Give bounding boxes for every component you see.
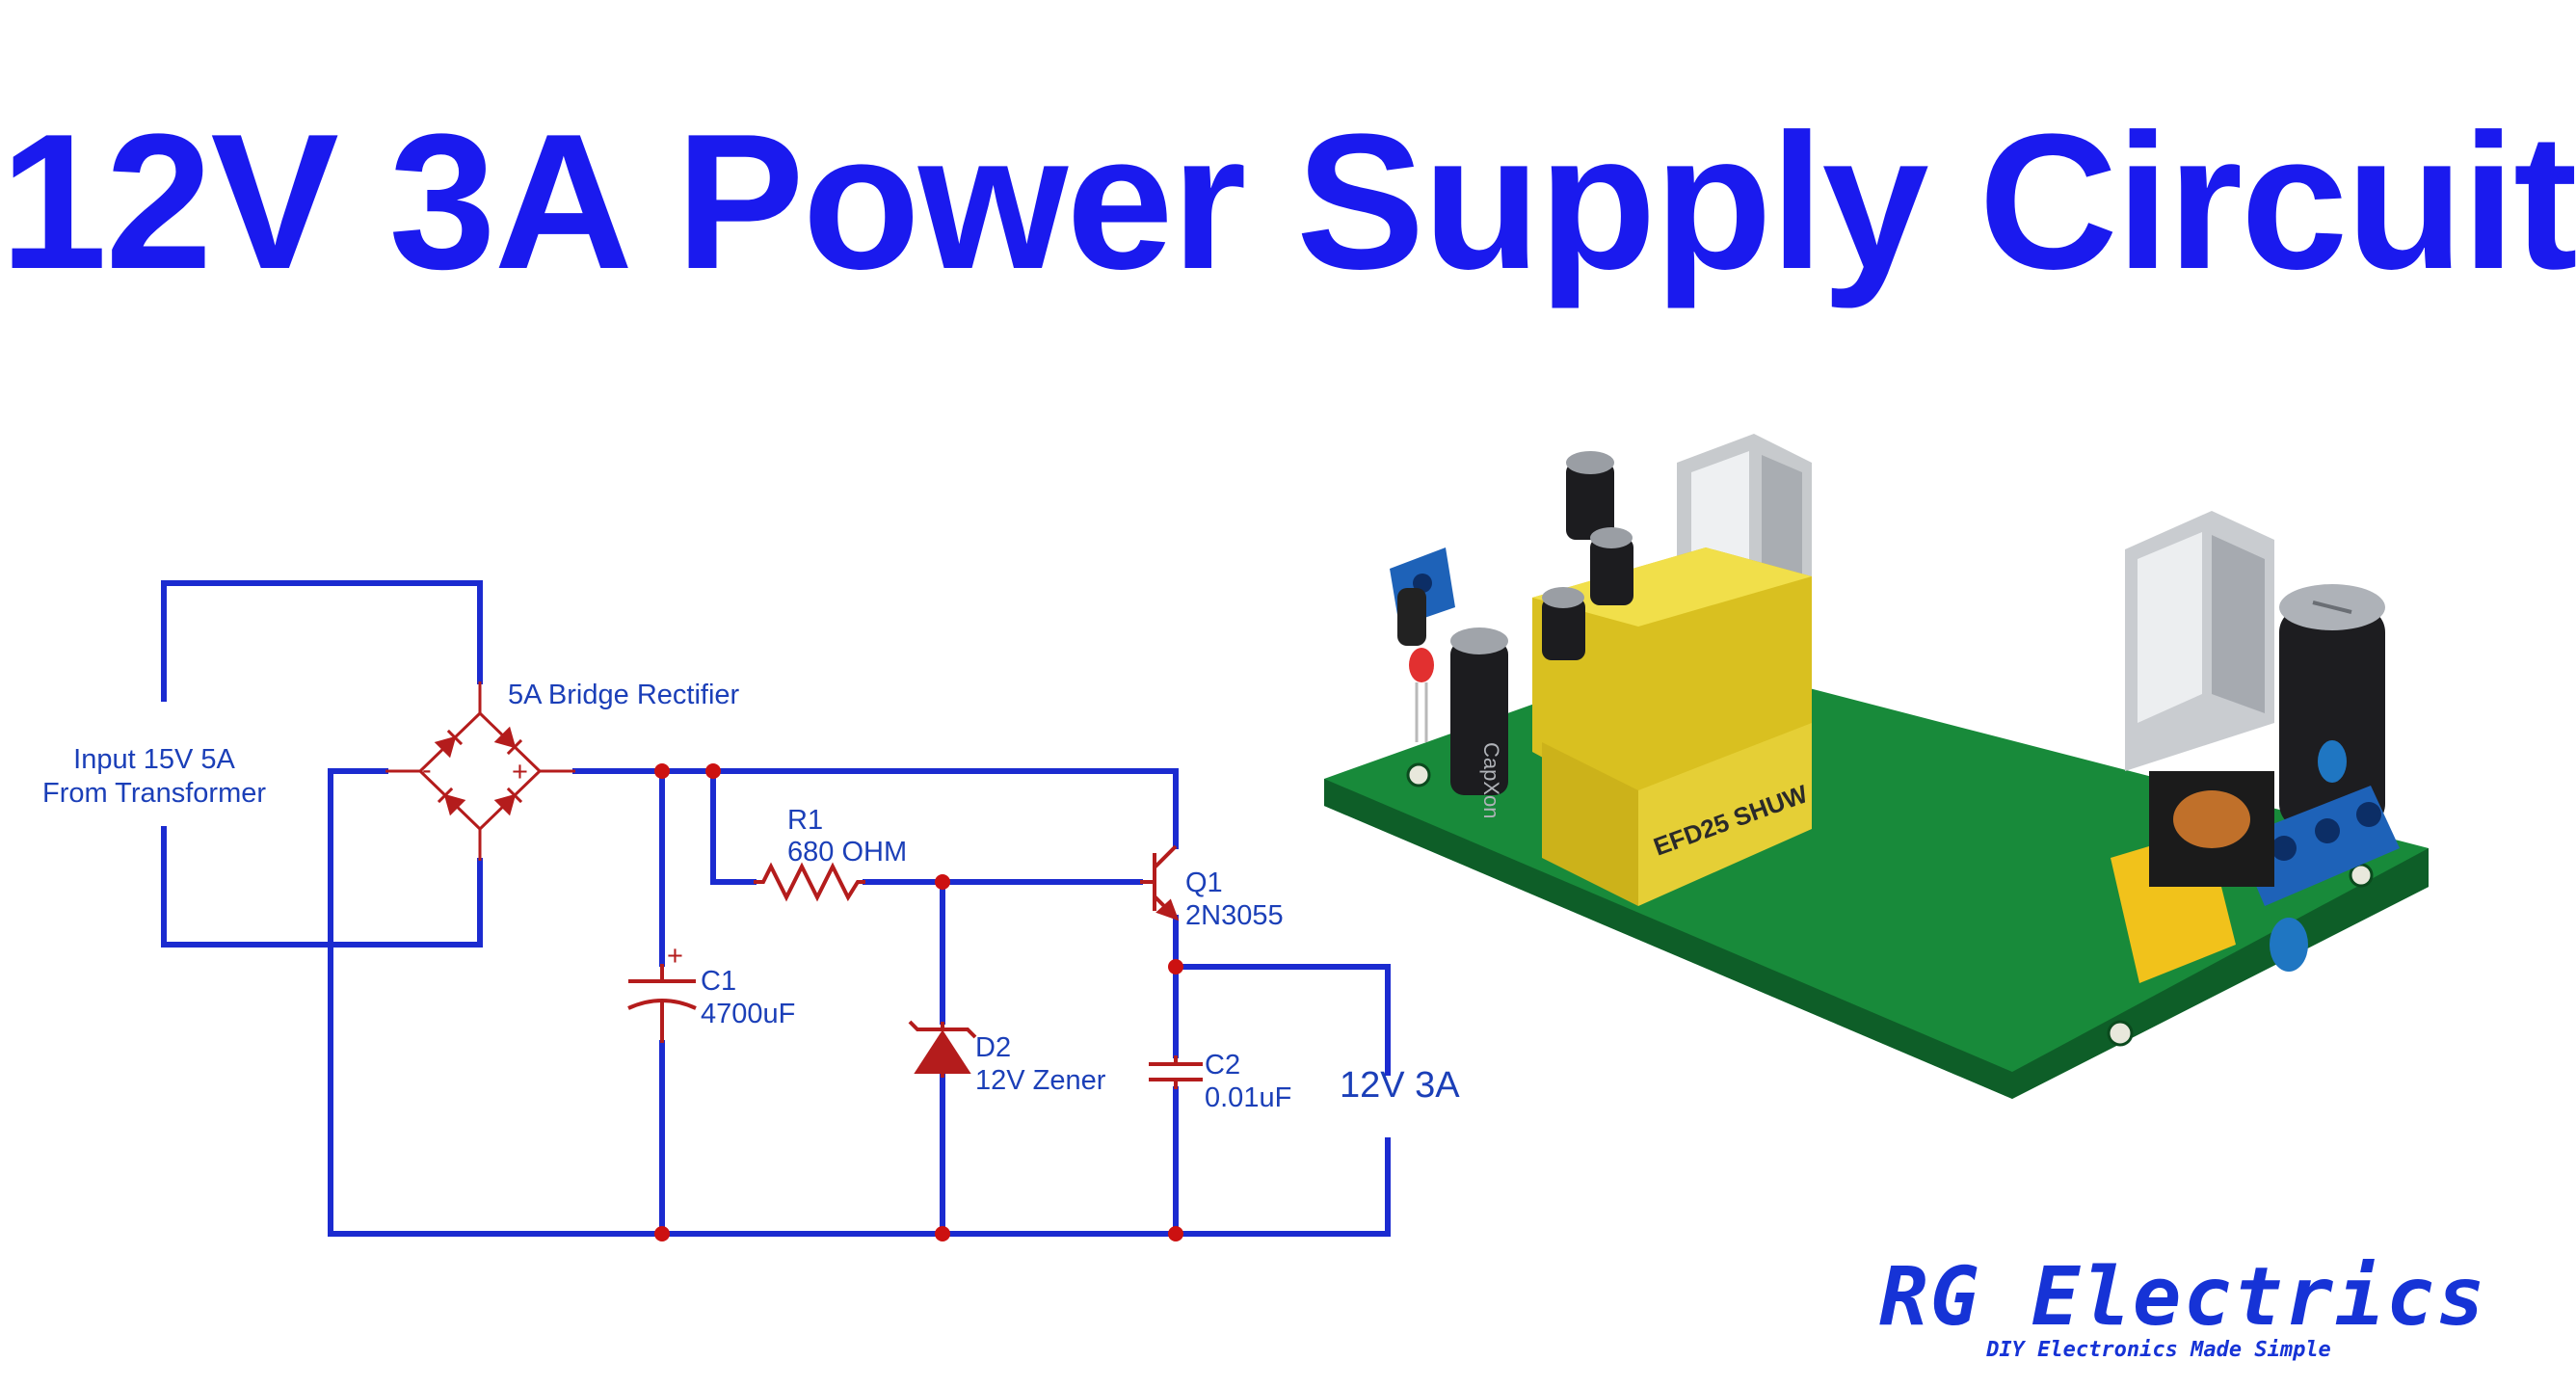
c2-value: 0.01uF: [1205, 1082, 1291, 1113]
junction: [654, 763, 670, 779]
pcb-board-edge: [1324, 779, 2429, 1099]
c2-name: C2: [1205, 1050, 1240, 1081]
input-label-line1: Input 15V 5A: [73, 744, 235, 775]
capacitor-brand-marking: CapXon: [1479, 742, 1503, 819]
terminal-block-right: [2236, 786, 2400, 906]
mounting-hole: [2107, 1020, 2134, 1047]
d2-name: D2: [975, 1032, 1011, 1063]
junction: [1168, 959, 1183, 974]
bridge-diode-4: [493, 787, 523, 816]
junction: [1168, 1226, 1183, 1241]
transistor-q1: [1140, 844, 1180, 921]
wire-output-negative: [328, 1137, 1391, 1237]
c1-name: C1: [701, 966, 736, 997]
bridge-plus-label: +: [512, 757, 528, 787]
output-label: 12V 3A: [1340, 1065, 1460, 1106]
blue-capacitor: [2270, 918, 2308, 972]
junctions: [654, 763, 1183, 1241]
junction: [654, 1226, 670, 1241]
brand-logo: RG Electrics DIY Electronics Made Simple: [1879, 1249, 2487, 1369]
page-title: 12V 3A Power Supply Circuit: [0, 94, 2576, 309]
c1-polarity-mark: +: [667, 941, 683, 972]
bridge-rectifier: [385, 681, 575, 861]
c1-value: 4700uF: [701, 999, 795, 1029]
led: [1409, 648, 1434, 742]
mounting-hole: [1406, 762, 1431, 787]
zener-diode-d2: [908, 1020, 977, 1078]
junction: [935, 874, 950, 890]
input-label-line2: From Transformer: [42, 778, 266, 809]
small-component: [1397, 588, 1426, 646]
junction: [935, 1226, 950, 1241]
q1-value: 2N3055: [1185, 900, 1284, 931]
q1-name: Q1: [1185, 868, 1223, 898]
wire-r1-left: [710, 768, 757, 885]
wire-output-positive: [1173, 964, 1391, 1076]
bridge-minus-label: -: [422, 755, 432, 786]
circuit-schematic: - + + In: [42, 580, 1460, 1241]
capacitor-large: [2279, 584, 2385, 829]
wire-input-bottom: [161, 826, 483, 948]
common-mode-choke: [2149, 771, 2274, 887]
power-supply-module-image: EFD25 SHUW CapXon: [1324, 434, 2429, 1099]
brand-tagline: DIY Electronics Made Simple: [1986, 1338, 2331, 1362]
brand-name: RG Electrics: [1879, 1249, 2487, 1344]
wire-ground-left: [328, 768, 388, 1237]
wires: [161, 580, 1391, 1237]
blue-capacitor: [2318, 740, 2347, 783]
bridge-label: 5A Bridge Rectifier: [508, 680, 740, 710]
bridge-diode-2: [493, 726, 523, 756]
junction: [705, 763, 721, 779]
heatsink-right: [2125, 511, 2274, 771]
capacitor-c1: [627, 964, 697, 1043]
r1-value: 680 OHM: [787, 837, 907, 868]
resistor-r1: [754, 862, 865, 902]
capacitors-left: CapXon: [1450, 451, 1633, 819]
bridge-diode-3: [437, 787, 466, 816]
wire-input-top: [161, 580, 483, 702]
d2-value: 12V Zener: [975, 1065, 1106, 1096]
capacitor-c2: [1149, 1055, 1203, 1089]
bridge-diode-1: [434, 729, 464, 759]
r1-name: R1: [787, 805, 823, 836]
